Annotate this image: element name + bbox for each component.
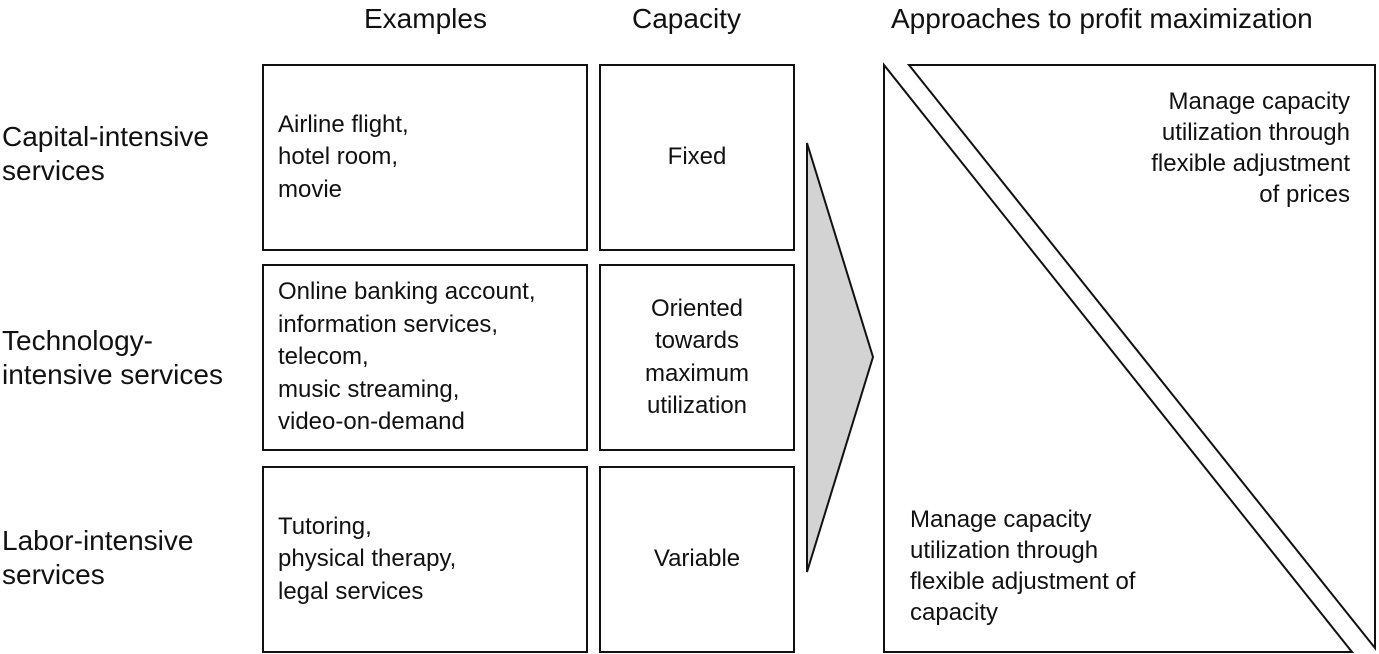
row-label-line: Technology- [2, 325, 153, 356]
capacity-line: maximum [644, 359, 749, 387]
capacity-line: Oriented [650, 294, 744, 322]
capacity-line: towards [654, 327, 740, 354]
examples-box-labor-intensive: Tutoring, physical therapy, legal servic… [262, 466, 588, 653]
row-label-capital-intensive: Capital-intensive services [2, 120, 209, 188]
approach-capacity-text: Manage capacity utilization through flex… [910, 504, 1135, 628]
examples-box-capital-intensive: Airline flight, hotel room, movie [262, 64, 588, 251]
example-line: hotel room, [278, 143, 399, 171]
triangle-capacity [883, 62, 1355, 653]
approach-line: of prices [1259, 181, 1350, 208]
example-line: Tutoring, [278, 512, 372, 540]
capacity-box-variable: Variable [599, 466, 795, 653]
approach-line: capacity [910, 599, 999, 626]
triangle-prices [906, 64, 1376, 651]
approach-line: flexible adjustment [1151, 150, 1350, 177]
capacity-header: Capacity [632, 3, 741, 34]
capacity-box-fixed: Fixed [599, 64, 795, 251]
examples-header: Examples [364, 3, 487, 34]
example-line: telecom, [278, 343, 369, 371]
approach-prices-text: Manage capacity utilization through flex… [1151, 86, 1350, 210]
row-label-technology-intensive: Technology- intensive services [2, 324, 223, 392]
example-line: legal services [278, 577, 424, 605]
example-line: video-on-demand [278, 408, 465, 436]
capacity-line: Fixed [667, 143, 727, 171]
approach-line: Manage capacity [1168, 88, 1350, 115]
capacity-line: Variable [653, 545, 741, 573]
approach-line: utilization through [910, 537, 1099, 564]
approaches-header: Approaches to profit maximization [891, 3, 1313, 34]
row-label-line: intensive services [2, 359, 223, 390]
example-line: Airline flight, [278, 110, 409, 138]
example-line: physical therapy, [278, 545, 457, 573]
row-label-line: Labor-intensive [2, 525, 194, 556]
right-arrow-shape [806, 142, 875, 573]
example-line: music streaming, [278, 375, 460, 403]
example-line: movie [278, 175, 343, 203]
examples-box-technology-intensive: Online banking account, information serv… [262, 264, 588, 451]
row-label-line: services [2, 155, 105, 186]
capacity-line: utilization [646, 392, 748, 419]
approach-line: flexible adjustment of [910, 568, 1136, 595]
approach-line: utilization through [1161, 119, 1350, 146]
row-label-labor-intensive: Labor-intensive services [2, 524, 193, 592]
capacity-box-oriented: Oriented towards maximum utilization [599, 264, 795, 451]
row-label-line: Capital-intensive [2, 121, 209, 152]
example-line: information services, [278, 310, 499, 338]
row-label-line: services [2, 559, 105, 590]
approach-line: Manage capacity [910, 506, 1092, 533]
example-line: Online banking account, [278, 278, 536, 306]
